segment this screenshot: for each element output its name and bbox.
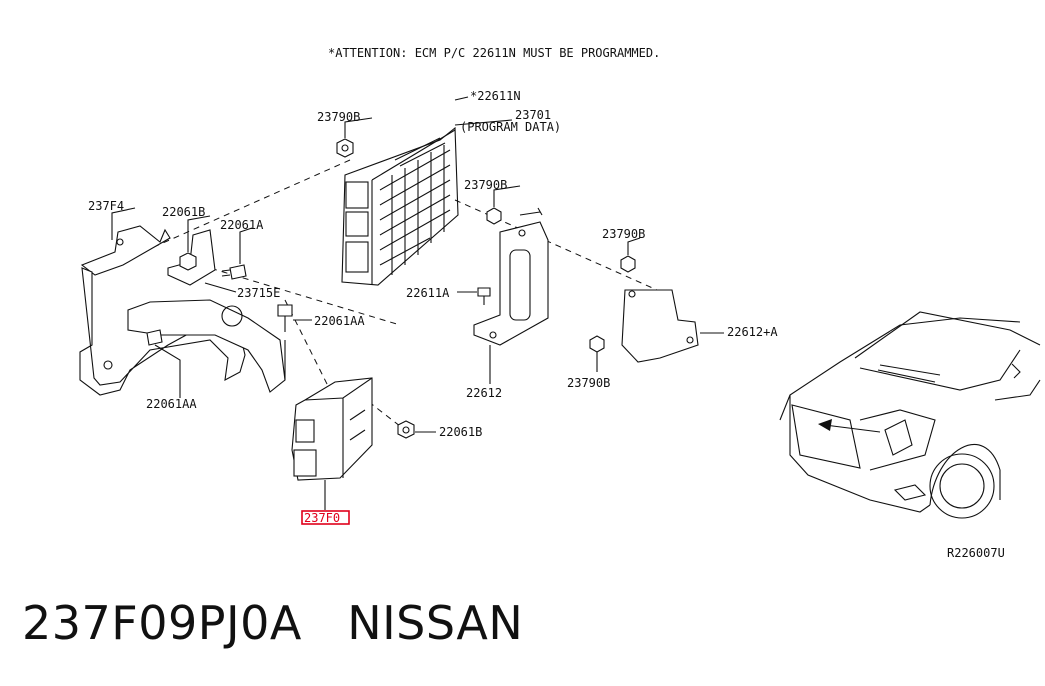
callout-237F0: 237F0 — [304, 511, 340, 525]
part-number-caption: 237F09PJ0A NISSAN — [22, 596, 524, 650]
callout-22612A: 22612+A — [727, 325, 778, 339]
reference-code: R226007U — [947, 546, 1005, 560]
callout-23790B-right: 23790B — [602, 227, 645, 241]
callout-22061B-low: 22061B — [439, 425, 482, 439]
ecm-module — [341, 126, 459, 286]
callout-22612: 22612 — [466, 386, 502, 400]
nut-23790B-right — [620, 255, 636, 273]
nut-23790B-mid — [486, 207, 543, 225]
bolt-22611A — [477, 287, 491, 305]
bolt-22061B-top — [179, 252, 197, 271]
leader-22061A — [239, 227, 253, 264]
leader-22061AA-low — [154, 344, 181, 398]
attention-note: *ATTENTION: ECM P/C 22611N MUST BE PROGR… — [328, 46, 660, 60]
callout-program-data: (PROGRAM DATA) — [460, 120, 561, 134]
callout-23790B-bottom: 23790B — [567, 376, 610, 390]
align-line-3 — [189, 261, 401, 326]
nut-23790B-top — [336, 138, 354, 158]
parts-diagram: *ATTENTION: ECM P/C 22611N MUST BE PROGR… — [79, 46, 1041, 560]
callout-22611A: 22611A — [406, 286, 450, 300]
callout-22061B-top: 22061B — [162, 205, 205, 219]
bolt-22061B-low — [397, 420, 415, 439]
bracket-237F4 — [79, 225, 286, 396]
highlight-box-237F0 — [301, 510, 350, 525]
bolt-22061A — [221, 264, 247, 280]
callout-23715E: 23715E — [237, 286, 280, 300]
align-line-5 — [359, 394, 406, 431]
cover-22612A — [621, 289, 699, 363]
callout-23790B-mid: 23790B — [464, 178, 507, 192]
callout-237F4: 237F4 — [88, 199, 124, 213]
callout-22061AA-mid: 22061AA — [314, 314, 365, 328]
nut-23790B-bottom — [589, 335, 605, 353]
leader-ecm — [454, 96, 469, 101]
leader-23790B-right — [627, 237, 641, 255]
leader-22061B-top — [187, 215, 211, 252]
callout-23701: 23701 — [515, 108, 551, 122]
leader-23715E — [204, 282, 237, 293]
leader-237F4 — [111, 207, 136, 240]
callout-22061A: 22061A — [220, 218, 264, 232]
bolt-22061AA-low — [146, 329, 163, 346]
bracket-22612 — [473, 221, 549, 346]
align-line-2 — [454, 199, 676, 299]
leader-23701 — [454, 119, 513, 126]
callout-22061AA-low: 22061AA — [146, 397, 197, 411]
bolt-22061AA-mid — [277, 304, 293, 380]
callout-23790B-top: 23790B — [317, 110, 360, 124]
vehicle-location-illustration — [779, 311, 1041, 519]
callout-22611N: *22611N — [470, 89, 521, 103]
control-module-237F0 — [291, 377, 373, 481]
leader-23790B-mid — [493, 185, 521, 207]
leader-23790B-top — [344, 117, 373, 138]
